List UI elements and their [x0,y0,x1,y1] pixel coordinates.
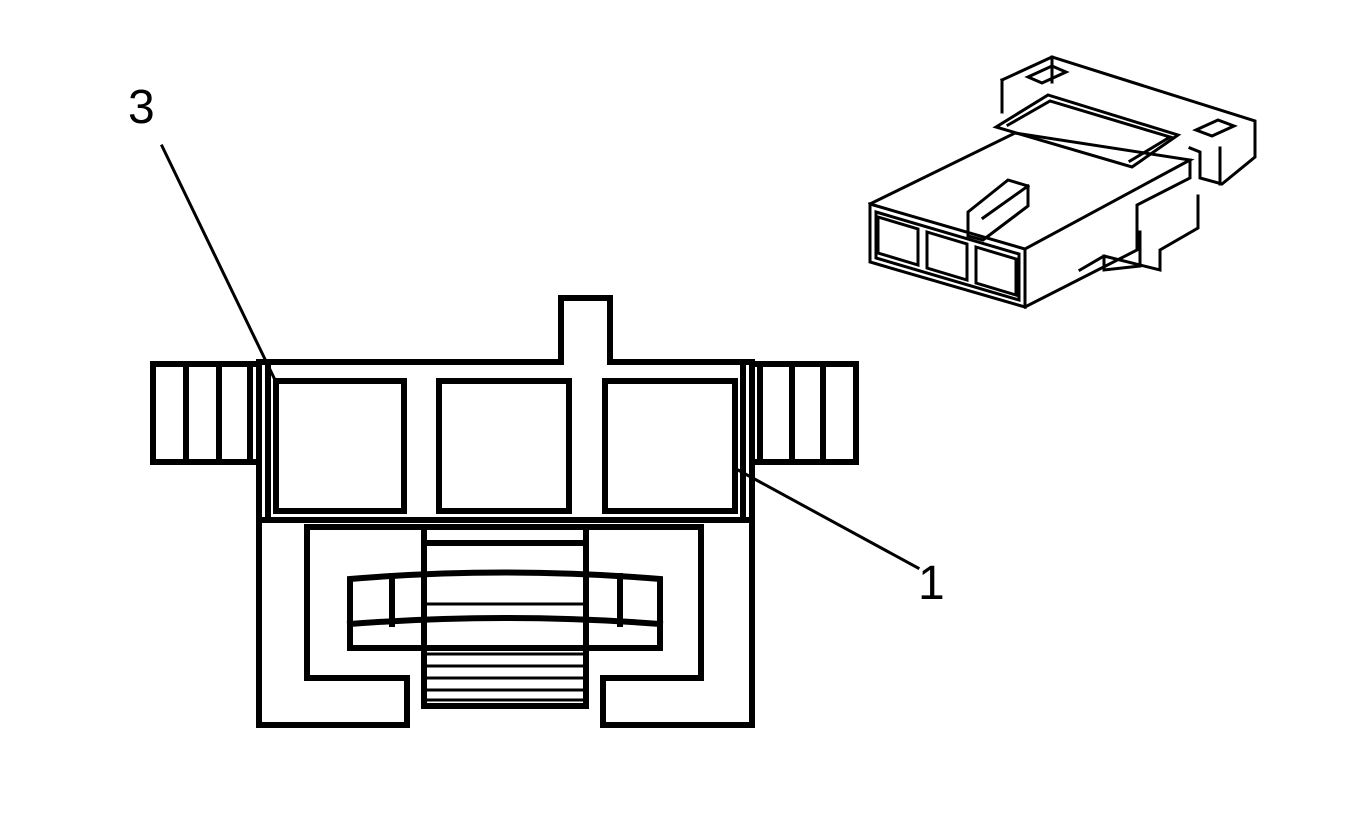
iso-collar-slot-left [1024,64,1070,85]
terminal-cavity-1 [602,378,738,514]
iso-cavity-3 [876,214,920,268]
terminal-cavity-3 [273,378,407,514]
iso-cavity-2 [925,229,969,283]
terminal-cavity-2 [436,378,572,514]
leader-line-1 [735,467,921,571]
iso-top-face [867,131,1195,252]
right-locking-ear [749,361,859,465]
iso-underside-latch [1077,194,1200,273]
iso-underside-latch-inner [1102,230,1142,272]
leader-line-3 [159,143,279,385]
callout-1: 1 [918,557,945,610]
iso-front-face-inner [874,209,1021,303]
iso-key-rib [966,178,1030,242]
iso-right-face [1022,158,1192,310]
iso-collar-slot-right [1192,118,1238,138]
iso-rear-recess-inner [1005,99,1174,164]
left-locking-ear [150,361,262,465]
connector-front-outline [256,295,755,728]
latch-crossbar [347,569,663,651]
callout-3: 3 [128,81,155,134]
iso-cavity-1 [974,244,1018,298]
iso-rear-recess [992,93,1182,169]
connector-isometric-view [867,55,1257,310]
iso-rear-collar [1000,55,1257,186]
iso-key-rib-edge [980,183,1031,221]
connector-front-view [150,295,859,728]
latch-crossbar-curve [346,615,664,628]
latch-ribs [422,602,588,702]
leader-lines [159,143,921,571]
